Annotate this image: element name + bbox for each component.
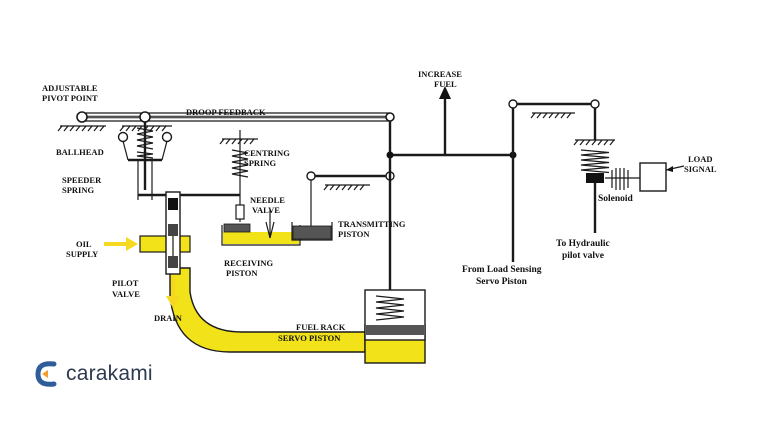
fuel-rack-servo [364,121,426,341]
loadsense-label-1: From Load Sensing [462,265,542,275]
needle-label-1: NEEDLE [250,195,285,205]
hydraulic-label-1: To Hydraulic [556,239,610,249]
ballhead-label: BALLHEAD [56,147,104,157]
receiving-label-2: PISTON [226,268,258,278]
needle-label-2: VALVE [252,205,280,215]
pivot-label-1: ADJUSTABLE [42,83,98,93]
top-pivot-2 [119,111,395,132]
drain-label: DRAIN [154,313,183,323]
loadsense-label-2: Servo Piston [476,277,528,287]
fuel-link [386,86,517,159]
oil-label-2: SUPPLY [66,249,98,259]
increase-label-1: INCREASE [418,69,462,79]
oil-supply-arrow-icon [104,237,138,251]
loadsignal-label-2: SIGNAL [684,164,717,174]
adjustable-pivot [57,111,106,132]
oil-label-1: OIL [76,239,92,249]
centring-spring [219,130,258,222]
transmit-label-1: TRANSMITTING [338,219,406,229]
droop-feedback-label: DROOP FEEDBACK [186,107,266,117]
brand-logo-icon [35,361,57,387]
brand-watermark: carakami [34,360,153,388]
speeder-spring-linkage [137,160,240,200]
solenoid-label: Solenoid [598,194,634,204]
brand-name: carakami [66,362,153,385]
receiving-label-1: RECEIVING [224,258,274,268]
drain-arrow-icon [166,276,180,308]
transmit-label-2: PISTON [338,229,370,239]
transmitting-cylinder [291,176,333,241]
droop-feedback-lever [82,112,390,122]
pilot-label-1: PILOT [112,278,139,288]
centring-label-2: SPRING [244,158,277,168]
increase-label-2: FUEL [434,79,457,89]
pivot-label-2: PIVOT POINT [42,93,98,103]
pilot-valve [165,191,181,275]
transmit-lever [306,171,395,191]
pilot-label-2: VALVE [112,289,140,299]
fuelrack-label-2: SERVO PISTON [278,333,341,343]
speeder-label-2: SPRING [62,185,95,195]
load-sensing-link [508,99,600,262]
centring-label-1: CENTRING [244,148,290,158]
fuelrack-label-1: FUEL RACK [296,322,346,332]
receiving-cylinder [221,210,301,246]
hydraulic-label-2: pilot valve [562,251,604,261]
loadsignal-label-1: LOAD [688,154,713,164]
speeder-label-1: SPEEDER [62,175,102,185]
solenoid [573,108,685,233]
ballhead [117,122,173,190]
